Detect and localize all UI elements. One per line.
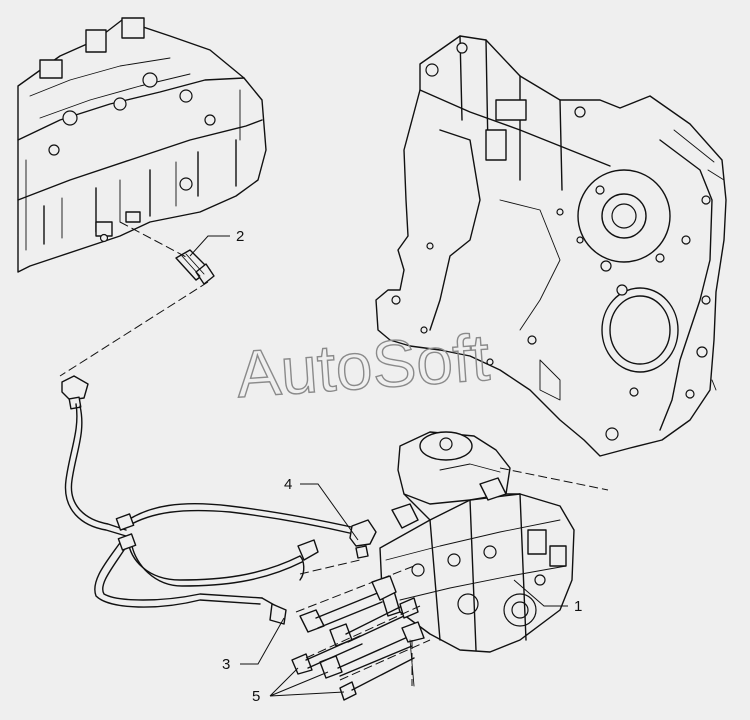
assembly-dashed-lines: [59, 221, 609, 686]
engine-housing-drawing: [375, 35, 727, 457]
watermark: AutoSoft: [234, 320, 492, 411]
sensor-part-2: [175, 249, 215, 285]
callout-4: 4: [284, 476, 292, 493]
cylinder-head-drawing: [17, 17, 267, 273]
wiring-harness: [61, 375, 377, 625]
callout-2: 2: [236, 228, 244, 245]
callout-leaders: [189, 235, 568, 697]
callout-3: 3: [222, 656, 230, 673]
callout-5: 5: [252, 688, 260, 705]
callout-1: 1: [574, 598, 582, 615]
injection-pump-part-1: [379, 431, 575, 653]
